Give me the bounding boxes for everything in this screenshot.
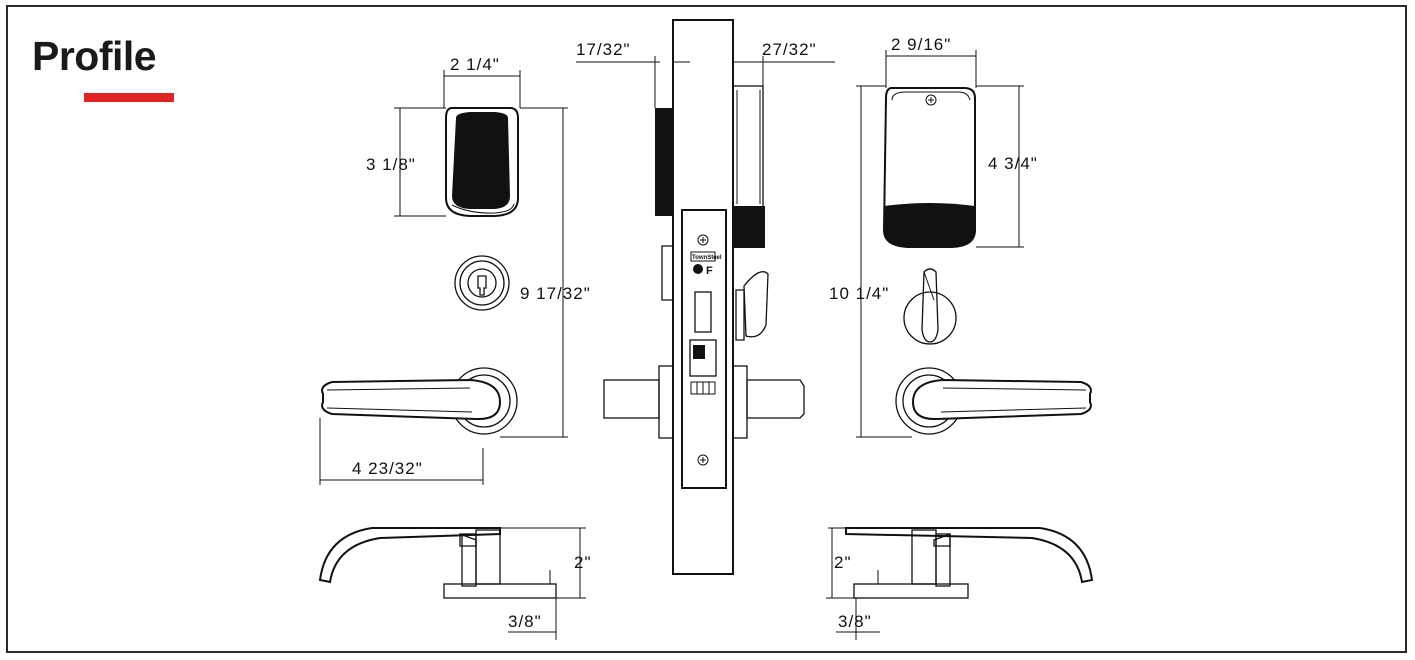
lever-length-dimension: 4 23/32": [319, 418, 484, 485]
overall-height-left-label: 9 17/32": [520, 284, 591, 303]
thumbturn-icon: [903, 268, 957, 345]
key-cylinder-icon: [454, 255, 510, 311]
keypad-icon: [445, 107, 519, 217]
latch-bolt: [694, 291, 712, 333]
reader-width-dimension: 2 9/16": [885, 35, 977, 88]
keypad-height-label: 3 1/8": [366, 155, 416, 174]
brand-plate: [690, 251, 716, 262]
backset-left-label: 17/32": [576, 40, 631, 59]
interior-trim-section: [732, 85, 765, 248]
keypad-width-dimension: 2 1/4": [443, 55, 521, 108]
overall-height-left-dimension: 9 17/32": [500, 107, 591, 438]
keypad-width-label: 2 1/4": [450, 55, 500, 74]
rose-thickness-right-label: 3/8": [838, 612, 872, 631]
page-title: Profile: [32, 33, 157, 79]
backset-right-dimension: 27/32": [733, 40, 835, 86]
drawing-frame: [6, 5, 1407, 653]
reader-width-label: 2 9/16": [891, 35, 951, 54]
exterior-trim-section: [655, 108, 673, 216]
lever-projection-right-label: 2": [834, 553, 852, 572]
overall-height-right-label: 10 1/4": [829, 284, 889, 303]
screw-icon: [697, 234, 709, 246]
screw-icon: [697, 454, 709, 466]
thumbturn-side: [743, 271, 769, 338]
card-reader-icon: [882, 87, 976, 248]
exterior-keypad-view: 2 1/4" 3 1/8" 9 17/32" 4 23/32": [319, 55, 591, 485]
lever-projection-left-label: 2": [574, 553, 592, 572]
brand-mark: TownSteel: [692, 255, 722, 261]
reader-height-dimension: 4 3/4": [976, 85, 1038, 248]
lever-profile-left: 2" 3/8": [318, 527, 592, 640]
backset-right-label: 27/32": [762, 40, 817, 59]
cylinder-side: [661, 245, 674, 301]
backset-left-dimension: 17/32": [576, 40, 690, 108]
lever-profile-right: 2" 3/8": [826, 527, 1094, 640]
reader-height-label: 4 3/4": [988, 154, 1038, 173]
overall-height-right-dimension: 10 1/4": [829, 85, 912, 438]
title-underline: [84, 93, 174, 102]
mortise-side-view: TownSteel F: [576, 19, 835, 575]
fire-rating-label: F: [706, 265, 713, 277]
deadbolt: [689, 339, 717, 377]
fire-rating-icon: F: [693, 264, 713, 277]
lever-handle-left: [321, 367, 518, 435]
rose-thickness-left-label: 3/8": [508, 612, 542, 631]
lever-length-label: 4 23/32": [352, 459, 423, 478]
keypad-height-dimension: 3 1/8": [366, 107, 446, 217]
lever-handle-right: [895, 367, 1092, 435]
interior-reader-view: 2 9/16" 4 3/4" 10 1/4": [829, 35, 1092, 438]
lever-side-right: [732, 365, 805, 439]
lever-side-left: [603, 365, 674, 439]
